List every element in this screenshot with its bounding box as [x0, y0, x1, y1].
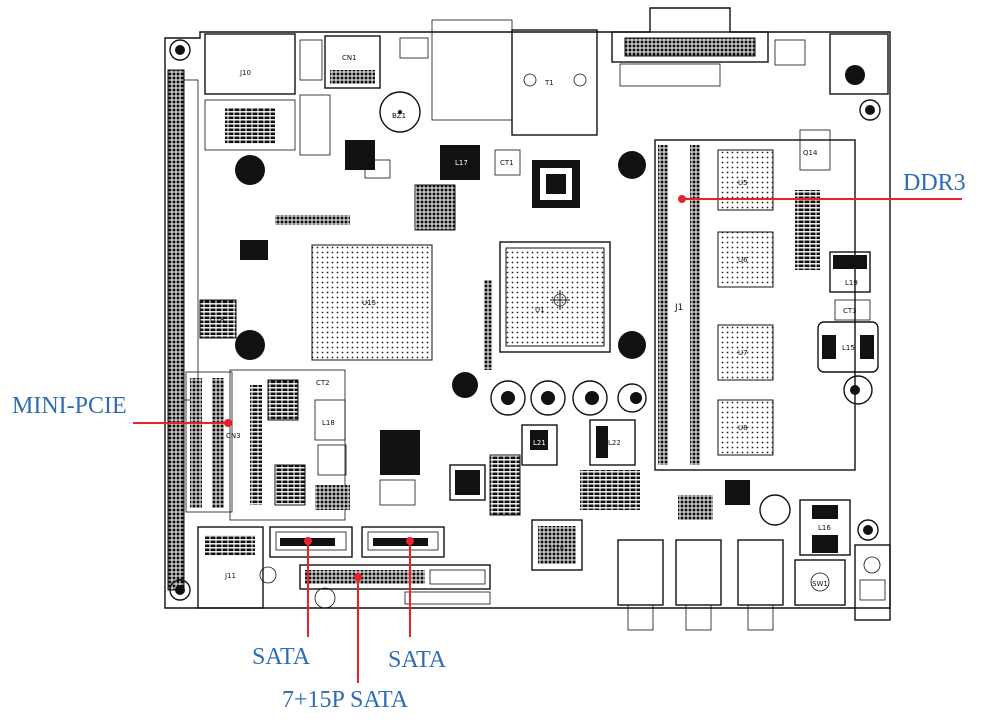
l15-label: L15: [842, 344, 855, 352]
j1-label: J1: [674, 303, 683, 313]
u6-label: U6: [738, 256, 748, 264]
ddr3-callout-dot: [678, 195, 686, 203]
l22-label: L22: [608, 439, 621, 447]
t1-label: T1: [544, 79, 554, 87]
callout-lines: [133, 195, 962, 683]
chip-u1: U1: [452, 241, 646, 398]
u8-label: U8: [738, 424, 748, 432]
mini-pcie-callout-dot: [224, 419, 232, 427]
sata-connectors: [269, 526, 445, 558]
sata-right-callout-dot: [406, 537, 414, 545]
sw1-label: SW1: [812, 580, 828, 588]
top-connectors: J10 CN1 T1: [204, 19, 889, 136]
j11-connector: J11: [197, 526, 336, 609]
l21-label: L21: [533, 439, 546, 447]
bottom-jacks: SW1: [617, 539, 891, 631]
cn3-label: CN3: [226, 432, 241, 440]
chip-u15: U15: [311, 244, 433, 361]
j10-label: J10: [239, 69, 251, 77]
pcb-board: [164, 7, 891, 609]
j11-label: J11: [224, 572, 236, 580]
q18-label: Q18: [210, 316, 224, 324]
u15-label: U15: [362, 299, 376, 307]
sata-right-callout-label: SATA: [388, 647, 447, 673]
sata-power-callout-dot: [354, 573, 362, 581]
q14-label: Q14: [803, 149, 818, 157]
u5-label: U5: [738, 179, 748, 187]
cn1-label: CN1: [342, 54, 357, 62]
misc-components-top-left: L17 CT1 Q18: [199, 94, 646, 360]
resistor-strip: [484, 280, 492, 370]
u1-label: U1: [535, 306, 545, 314]
middle-lower-components: L21 L22 U18: [379, 380, 713, 571]
ddr3-slot-j1: J1 U5 U6 U7 U8: [654, 139, 856, 471]
l16-label: L16: [818, 524, 831, 532]
mounting-holes: [169, 39, 881, 601]
buzzer: BZ1: [379, 91, 421, 133]
u18-label: U18: [550, 544, 564, 552]
sata-left-callout-dot: [304, 537, 312, 545]
u7-label: U7: [738, 349, 748, 357]
mini-pcie-slot-cn3: CN3 L18 CT2: [185, 369, 350, 521]
l17-label: L17: [455, 159, 468, 167]
l19-label: L19: [845, 279, 858, 287]
ddr3-callout-label: DDR3: [903, 170, 966, 196]
right-power-components: Q14 L19 CT3 L15 L16: [725, 129, 879, 556]
l18-label: L18: [322, 419, 335, 427]
ct3-label: CT3: [843, 307, 857, 315]
sata-power-callout-label: 7+15P SATA: [282, 687, 409, 713]
callout-labels: DDR3 MINI-PCIE SATA SATA 7+15P SATA: [12, 170, 966, 713]
ct1-label: CT1: [500, 159, 514, 167]
sata-power-header: [299, 564, 491, 605]
sata-left-callout-label: SATA: [252, 644, 311, 670]
mini-pcie-callout-label: MINI-PCIE: [12, 393, 127, 419]
ct2-label: CT2: [316, 379, 330, 387]
bz1-label: BZ1: [392, 112, 406, 120]
